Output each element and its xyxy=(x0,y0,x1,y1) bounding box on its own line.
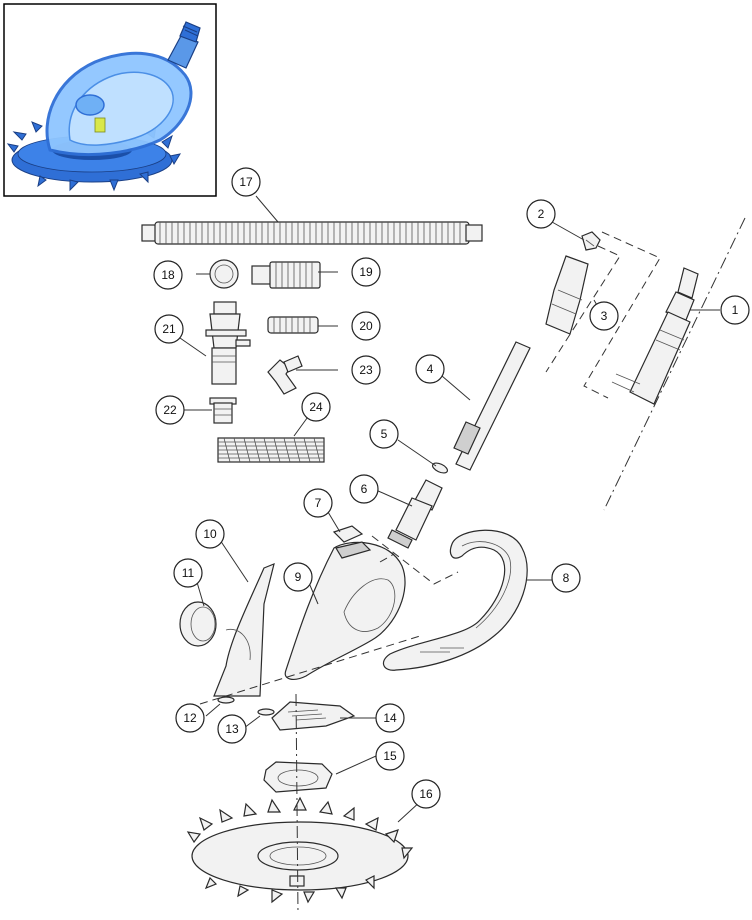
part-13-pin xyxy=(257,708,275,716)
part-23-elbow xyxy=(267,355,303,395)
part-9-body xyxy=(284,541,406,680)
svg-text:10: 10 xyxy=(203,527,217,541)
product-inset xyxy=(3,3,217,197)
callout-4: 4 xyxy=(415,354,445,384)
svg-text:1: 1 xyxy=(732,303,739,317)
svg-text:2: 2 xyxy=(538,207,545,221)
part-22-fitting xyxy=(209,397,237,424)
svg-text:22: 22 xyxy=(163,403,177,417)
svg-text:9: 9 xyxy=(295,570,302,584)
callout-16: 16 xyxy=(411,779,441,809)
svg-text:7: 7 xyxy=(315,496,322,510)
part-14-foot xyxy=(271,701,356,731)
part-4-pipe xyxy=(453,341,531,471)
svg-text:16: 16 xyxy=(419,787,433,801)
part-15-wear-ring xyxy=(263,761,333,793)
svg-text:4: 4 xyxy=(427,362,434,376)
part-16-disc xyxy=(186,796,414,904)
svg-text:19: 19 xyxy=(359,265,373,279)
part-19-connector xyxy=(251,261,321,289)
callout-20: 20 xyxy=(351,311,381,341)
svg-text:13: 13 xyxy=(225,722,239,736)
svg-text:8: 8 xyxy=(563,571,570,585)
svg-text:14: 14 xyxy=(383,711,397,725)
callout-13: 13 xyxy=(217,714,247,744)
svg-text:5: 5 xyxy=(381,427,388,441)
part-6-throat xyxy=(387,479,443,549)
callout-19: 19 xyxy=(351,257,381,287)
callout-15: 15 xyxy=(375,741,405,771)
callout-23: 23 xyxy=(351,355,381,385)
part-17-hose xyxy=(141,221,483,245)
leader-lines xyxy=(179,195,720,823)
part-10-side-shell xyxy=(213,563,275,697)
svg-text:23: 23 xyxy=(359,363,373,377)
callout-22: 22 xyxy=(155,395,185,425)
callout-7: 7 xyxy=(303,488,333,518)
part-18-ring xyxy=(209,259,239,289)
part-3-cone xyxy=(545,255,589,335)
part-20-short-hose xyxy=(267,316,319,334)
svg-text:3: 3 xyxy=(601,309,608,323)
pool-cleaner-illustration xyxy=(6,21,201,192)
callout-18: 18 xyxy=(153,260,183,290)
part-1-hose-cuff xyxy=(611,267,699,405)
part-8-handle xyxy=(382,529,528,671)
assembly-lines xyxy=(199,217,746,915)
part-2-connector xyxy=(581,231,601,251)
part-24-mesh xyxy=(217,437,325,463)
part-12-pin xyxy=(217,696,235,704)
svg-text:12: 12 xyxy=(183,711,197,725)
part-7-clip xyxy=(332,525,364,543)
callout-8: 8 xyxy=(551,563,581,593)
callout-17: 17 xyxy=(231,167,261,197)
callout-3: 3 xyxy=(589,301,619,331)
part-21-valve xyxy=(205,301,251,385)
callout-6: 6 xyxy=(349,474,379,504)
svg-text:20: 20 xyxy=(359,319,373,333)
svg-text:21: 21 xyxy=(162,322,176,336)
svg-text:24: 24 xyxy=(309,400,323,414)
svg-text:18: 18 xyxy=(161,268,175,282)
callout-2: 2 xyxy=(526,199,556,229)
svg-text:11: 11 xyxy=(182,566,195,580)
part-5-o-ring xyxy=(431,462,449,474)
callout-11: 11 xyxy=(173,558,203,588)
svg-text:6: 6 xyxy=(361,482,368,496)
callout-12: 12 xyxy=(175,703,205,733)
callout-14: 14 xyxy=(375,703,405,733)
callout-9: 9 xyxy=(283,562,313,592)
callout-21: 21 xyxy=(154,314,184,344)
svg-text:15: 15 xyxy=(383,749,397,763)
callout-10: 10 xyxy=(195,519,225,549)
callout-24: 24 xyxy=(301,392,331,422)
callout-5: 5 xyxy=(369,419,399,449)
callout-1: 1 xyxy=(720,295,750,325)
part-11-cap xyxy=(179,601,217,647)
svg-text:17: 17 xyxy=(239,175,253,189)
